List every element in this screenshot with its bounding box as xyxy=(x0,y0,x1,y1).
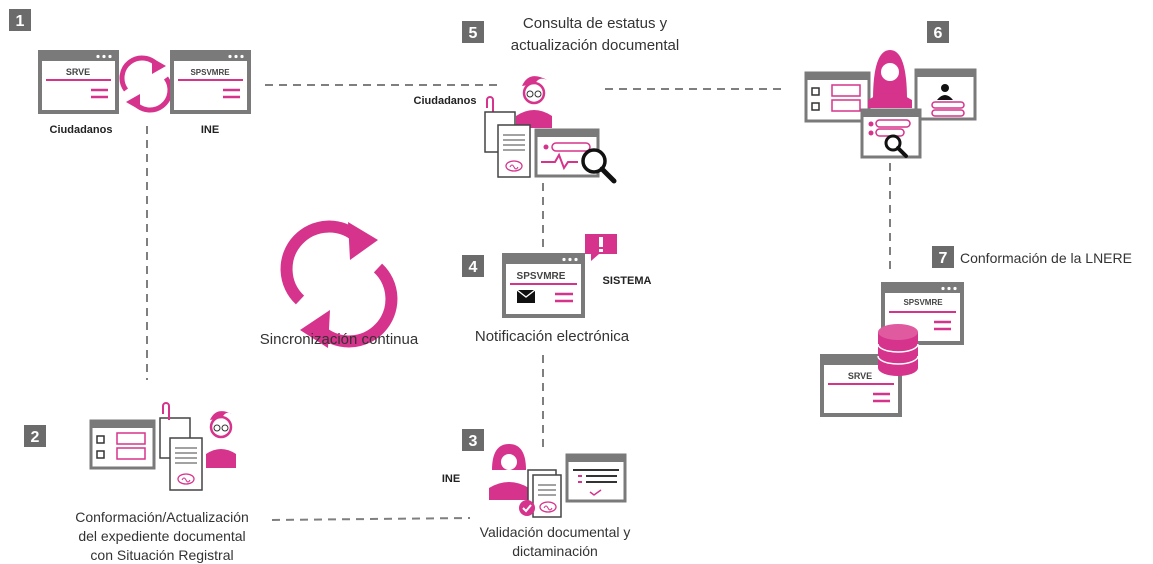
step-number: 4 xyxy=(469,259,478,276)
step-badge-2: 2 xyxy=(24,425,46,447)
expediente-icon xyxy=(89,402,236,491)
window-title: SPSVMRE xyxy=(517,271,566,282)
sync-icon xyxy=(280,220,398,348)
step-4-label-line: Notificación electrónica xyxy=(475,328,630,345)
step-2-label-line: del expediente documental xyxy=(78,528,245,544)
actor-label: SISTEMA xyxy=(603,275,652,287)
step-number: 1 xyxy=(16,13,25,30)
expediente-review-icon xyxy=(804,50,977,159)
window-title: SRVE xyxy=(66,67,90,77)
step-2-label-line: con Situación Registral xyxy=(90,547,233,563)
sync-small-icon xyxy=(119,55,173,113)
step-3-label-line: Validación documental y xyxy=(480,524,631,540)
step-2-label-line: Conformación/Actualización xyxy=(75,509,249,525)
actor-label: Ciudadanos xyxy=(50,124,113,136)
step-number: 6 xyxy=(934,25,943,42)
connector-2-3 xyxy=(271,517,471,521)
window-title: SPSVMRE xyxy=(190,68,230,77)
srve-window-icon: SRVE xyxy=(38,50,119,114)
database-icon: SPSVMRE SRVE xyxy=(820,282,964,417)
step-5-label-line: Consulta de estatus y xyxy=(523,15,668,32)
spsvmre-window-icon: SPSVMRE xyxy=(170,50,251,114)
step-badge-6: 6 xyxy=(927,21,949,43)
consulta-icon xyxy=(484,76,617,184)
connectors xyxy=(146,84,891,521)
step-number: 7 xyxy=(939,250,948,267)
step-badge-4: 4 xyxy=(462,255,484,277)
step-badge-7: 7 xyxy=(932,246,954,268)
actor-label: INE xyxy=(442,473,460,485)
actor-label: INE xyxy=(201,124,219,136)
actor-label: Ciudadanos xyxy=(414,95,477,107)
step-number: 5 xyxy=(469,25,478,42)
notification-window-icon: SPSVMRE xyxy=(502,253,585,318)
sync-label: Sincronización continua xyxy=(260,331,419,348)
step-5-label-line: actualización documental xyxy=(511,37,679,54)
step-badge-3: 3 xyxy=(462,429,484,451)
step-number: 3 xyxy=(469,433,478,450)
window-title: SPSVMRE xyxy=(903,298,943,307)
validation-icon xyxy=(489,444,627,518)
step-7-label-line: Conformación de la LNERE xyxy=(960,250,1132,266)
step-3-label-line: dictaminación xyxy=(512,543,598,559)
step-badge-1: 1 xyxy=(9,9,31,31)
step-number: 2 xyxy=(31,429,40,446)
alert-icon xyxy=(585,234,617,261)
window-title: SRVE xyxy=(848,371,872,381)
step-badge-5: 5 xyxy=(462,21,484,43)
